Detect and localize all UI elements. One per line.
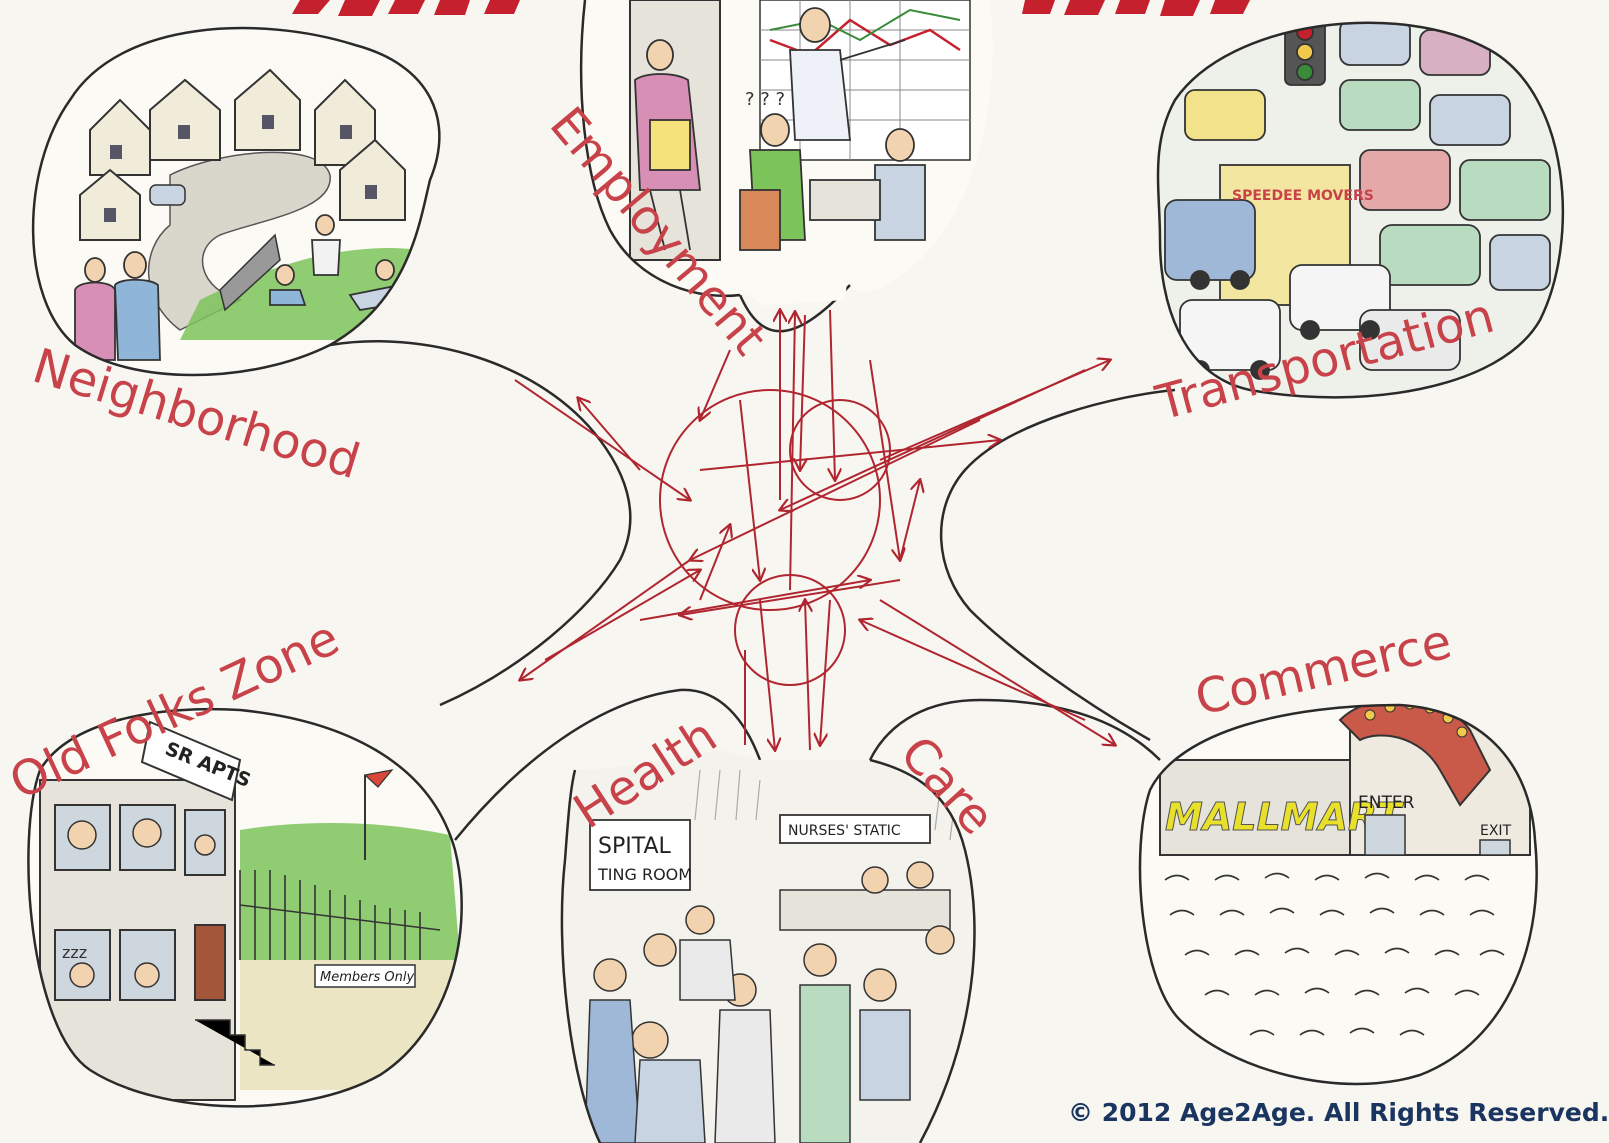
members-only-sign: Members Only [320,970,414,985]
town-diagram: ? ? ? [1,0,1565,1143]
snore-marks: zzz [62,943,87,962]
hub-outline [329,284,1176,841]
waiting-room-sign: TING ROOM [597,865,692,884]
arrow-circle [659,389,881,611]
truck-sign: SPEEDEE MOVERS [1232,188,1374,204]
confusion-marks: ? ? ? [745,89,785,110]
neighborhood-bubble [31,26,441,377]
enter-sign: ENTER [1358,793,1415,813]
old-folks-zone-bubble: SR APTS zzz Members Only [27,707,463,1108]
title-fragment [292,0,1250,16]
health-care-bubble: SPITAL TING ROOM NURSES' STATIC [560,750,976,1143]
arrow-network [514,310,1115,750]
parking-lot-cars [1164,872,1505,1036]
exit-sign: EXIT [1480,823,1512,839]
nurses-station-sign: NURSES' STATIC [788,823,901,839]
employment-bubble: ? ? ? [579,0,993,306]
copyright-notice: © 2012 Age2Age. All Rights Reserved. [1068,1098,1609,1127]
commerce-bubble: MALLMART ENTER EXIT [1138,703,1538,1086]
transportation-bubble: SPEEDEE MOVERS [1156,21,1565,399]
hospital-sign: SPITAL [598,834,672,859]
